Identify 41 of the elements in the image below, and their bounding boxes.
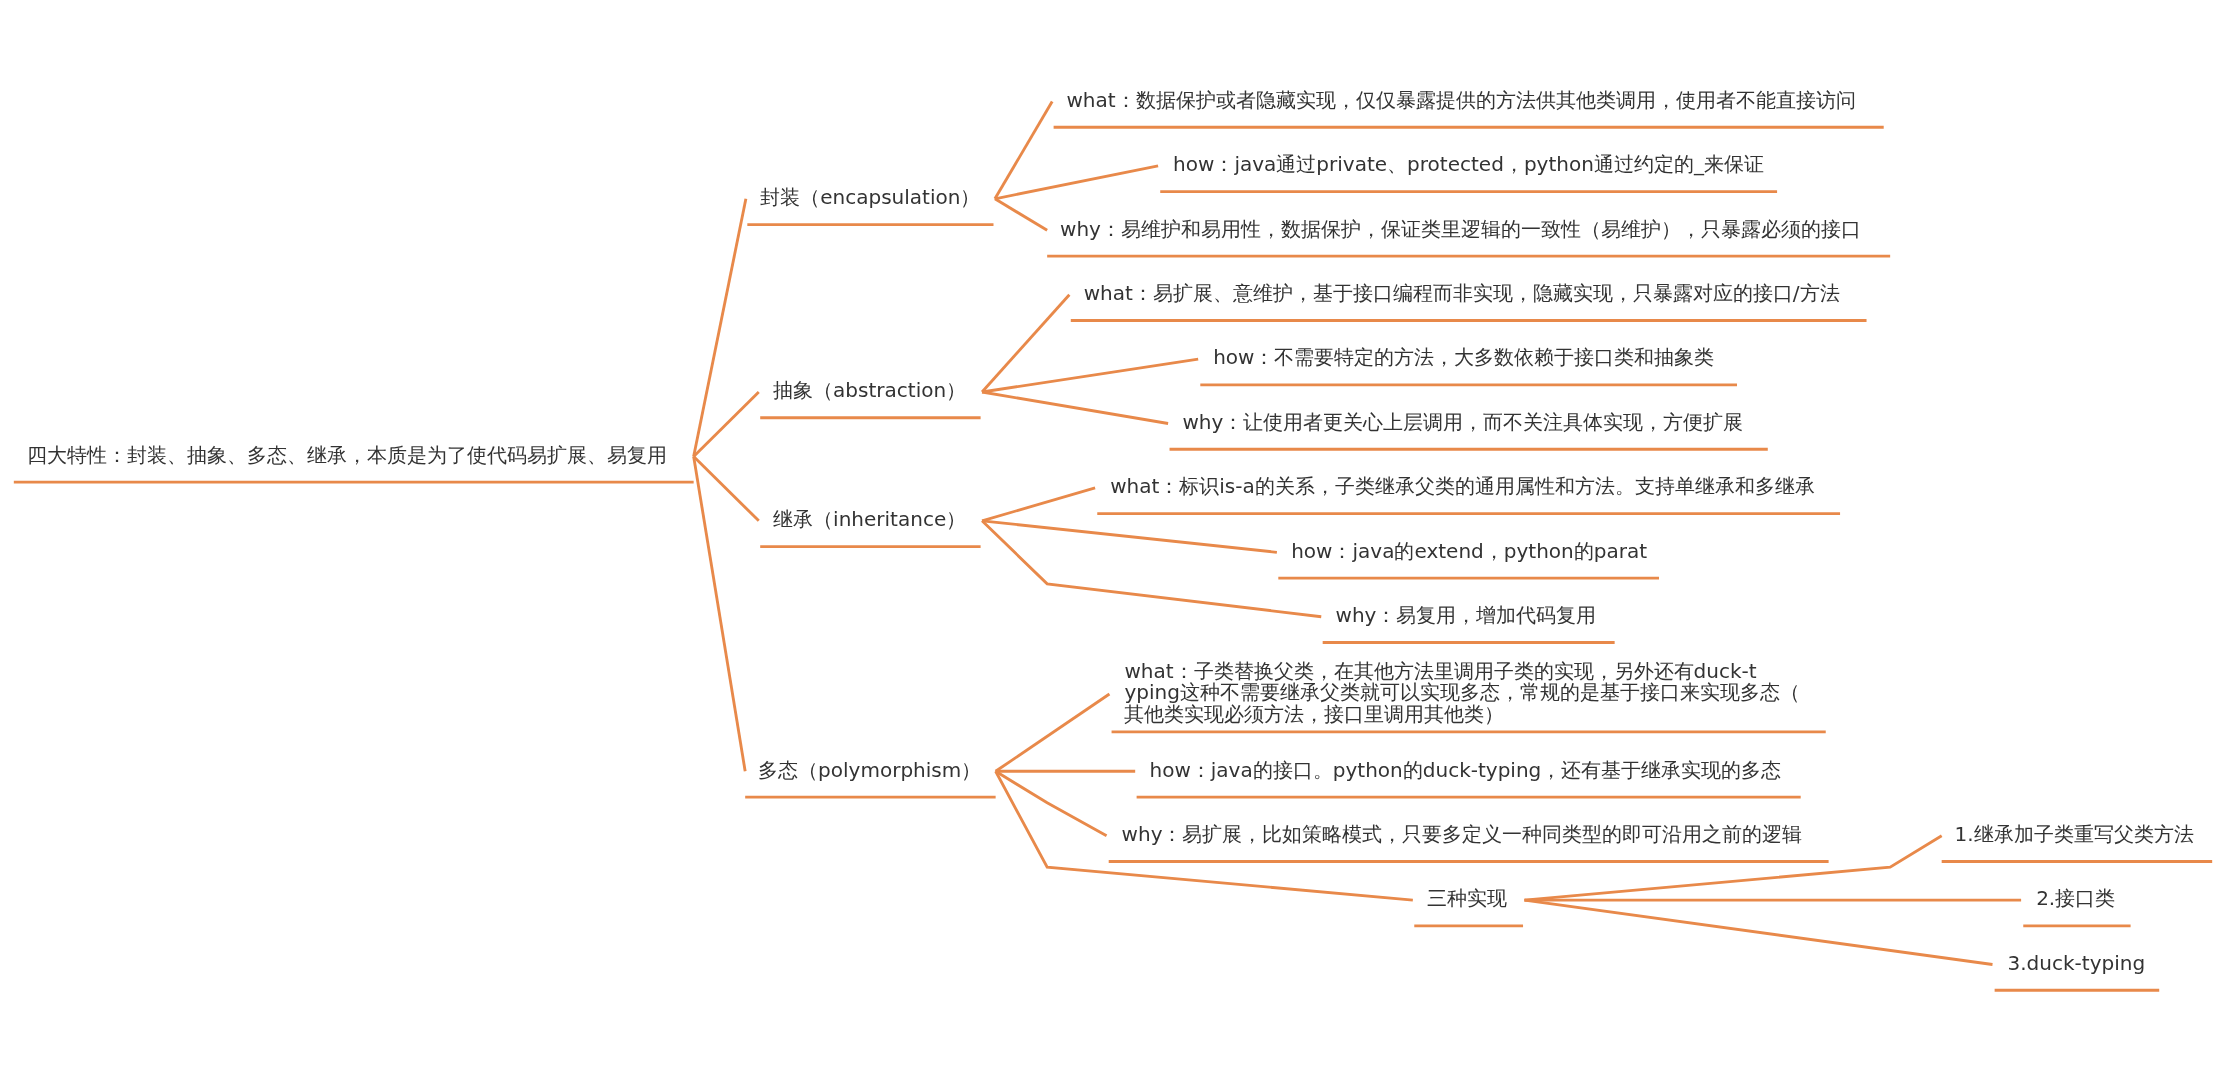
connector xyxy=(994,770,1413,902)
connector xyxy=(1524,898,2022,902)
connector xyxy=(995,769,1136,773)
connector xyxy=(980,293,1071,393)
node-text: how：java的接口。python的duck-typing，还有基于继承实现的多态 xyxy=(1149,757,1782,782)
connector xyxy=(692,456,747,772)
node-text: 四大特性：封装、抽象、多态、继承，本质是为了使代码易扩展、易复用 xyxy=(26,442,667,467)
node-text: 继承（inheritance） xyxy=(773,507,967,532)
node-text: why：易复用，增加代码复用 xyxy=(1335,603,1597,628)
connector xyxy=(994,692,1111,773)
connector xyxy=(994,770,1108,837)
node-text: what：子类替换父类，在其他方法里调用子类的实现，另外还有duck-typing这种不需要继承父类就可以实现多态，常规的是基于接口来实现多态（其他类实现必须方法，接口里调用其他类） xyxy=(1124,658,1800,726)
node-text: 1.继承加子类重写父类方法 xyxy=(1954,822,2194,846)
connector xyxy=(981,357,1199,394)
connector xyxy=(981,519,1278,554)
node-text: 三种实现 xyxy=(1427,886,1508,911)
connector xyxy=(993,100,1054,200)
node-text: 抽象（abstraction） xyxy=(773,378,967,403)
node-text: why：易维护和易用性，数据保护，保证类里逻辑的一致性（易维护），只暴露必须的接口 xyxy=(1060,216,1861,241)
connector xyxy=(981,519,1322,619)
node-text: why：易扩展，比如策略模式，只要多定义一种同类型的即可沿用之前的逻辑 xyxy=(1121,822,1803,846)
node-text: 多态（polymorphism） xyxy=(758,757,982,782)
node-text: what：标识is-a的关系，子类继承父类的通用属性和方法。支持单继承和多继承 xyxy=(1110,474,1815,499)
connector xyxy=(692,198,748,457)
connector xyxy=(692,455,760,522)
node-text: how：java通过private、protected，python通过约定的_来保证 xyxy=(1173,152,1764,177)
connector xyxy=(981,486,1096,523)
node-text: how：java的extend，python的parat xyxy=(1291,538,1648,563)
node-text: how：不需要特定的方法，大多数依赖于接口类和抽象类 xyxy=(1213,345,1715,370)
connector xyxy=(1524,834,1943,902)
connector xyxy=(981,390,1169,425)
connector xyxy=(994,197,1048,232)
node-text: what：数据保护或者隐藏实现，仅仅暴露提供的方法供其他类调用，使用者不能直接访问 xyxy=(1066,87,1856,112)
node-text: why：让使用者更关心上层调用，而不关注具体实现，方便扩展 xyxy=(1182,409,1744,434)
node-text: what：易扩展、意维护，基于接口编程而非实现，隐藏实现，只暴露对应的接口/方法 xyxy=(1083,281,1840,305)
connector xyxy=(994,164,1159,201)
connector xyxy=(692,391,760,458)
node-text: 2.接口类 xyxy=(2036,886,2116,911)
node-text: 3.duck-typing xyxy=(2007,950,2146,975)
node-text: 封装（encapsulation） xyxy=(760,185,981,210)
connector xyxy=(1524,898,1993,966)
